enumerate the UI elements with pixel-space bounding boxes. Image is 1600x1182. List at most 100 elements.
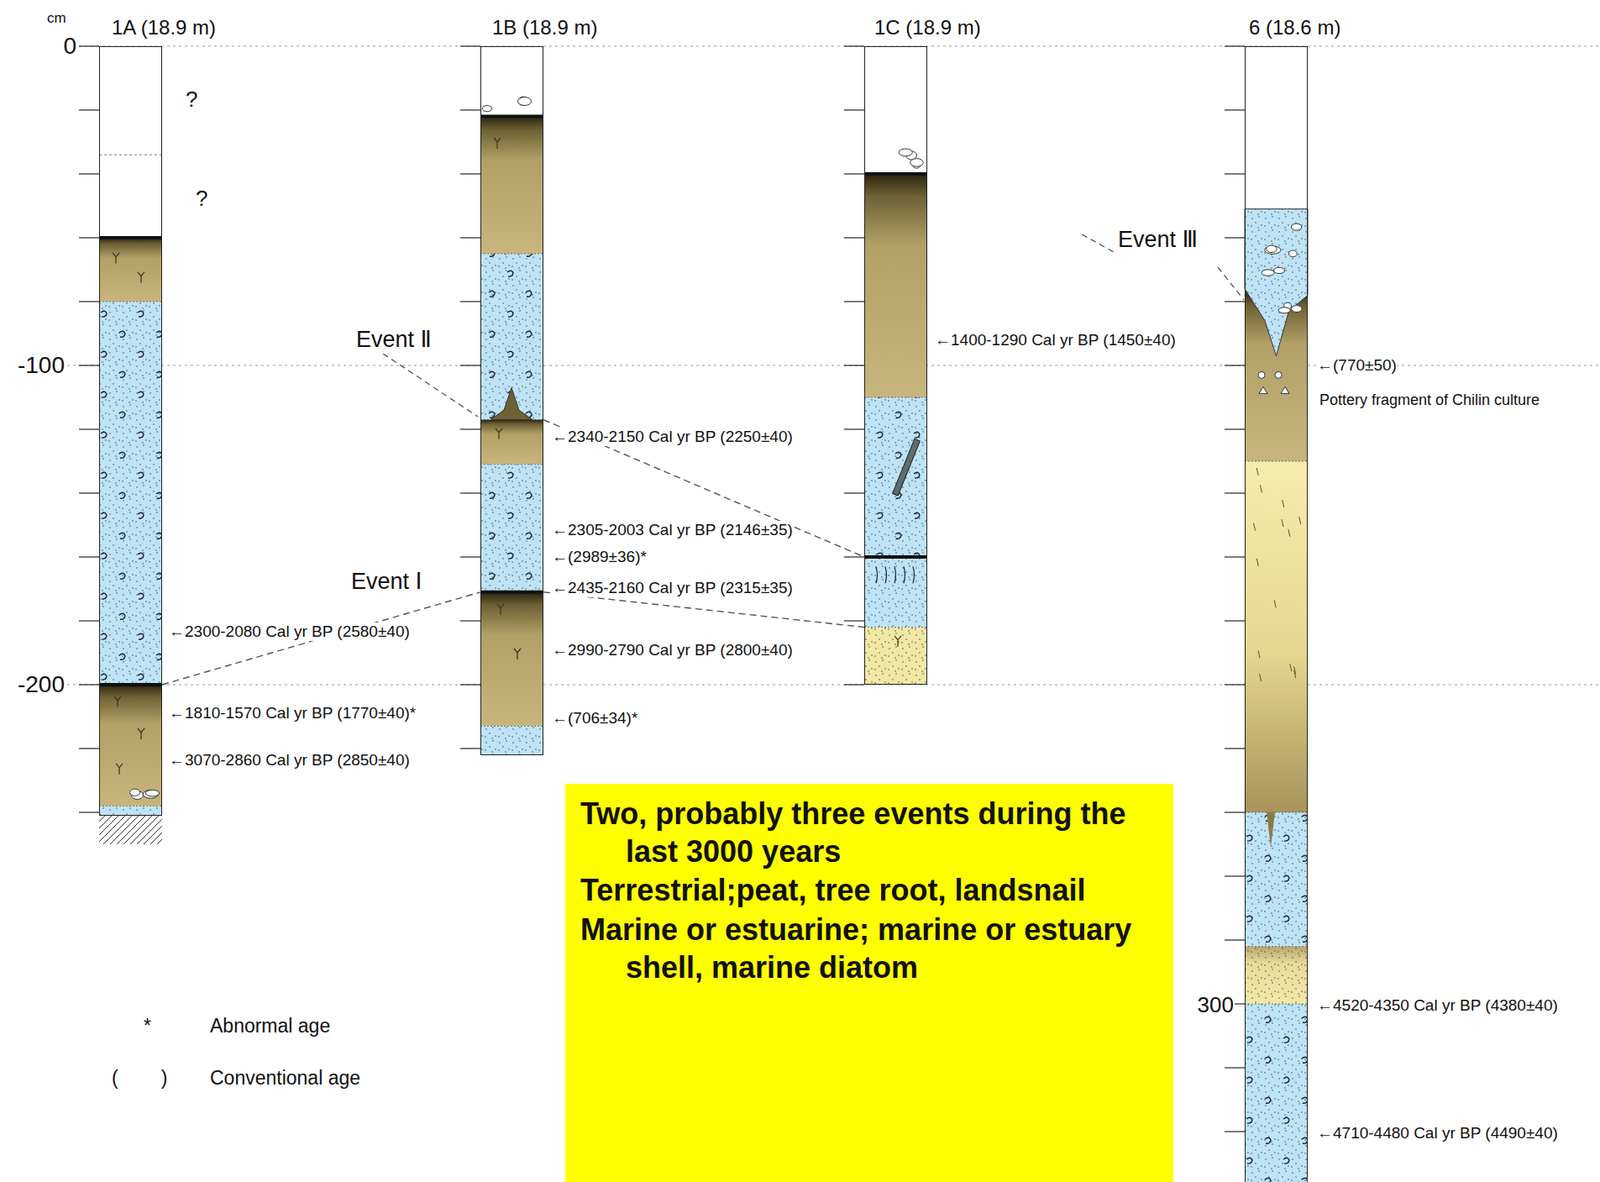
depth-tick xyxy=(78,109,100,111)
burrow-mark xyxy=(885,566,887,583)
rootlet xyxy=(1299,516,1301,525)
depth-tick xyxy=(78,173,100,174)
layer-boundary xyxy=(864,556,928,558)
core-column: 6 (18.6 m) xyxy=(1244,46,1308,1182)
sediment-layer xyxy=(99,684,163,806)
burrow-mark xyxy=(876,566,878,583)
sediment-layer xyxy=(480,46,544,117)
shell-texture xyxy=(480,253,544,420)
shell-texture xyxy=(99,301,163,685)
gravel-layer xyxy=(1244,209,1308,357)
pottery-fragment xyxy=(1280,386,1290,394)
depth-tick xyxy=(1224,811,1245,813)
layer-boundary xyxy=(1244,1003,1308,1005)
depth-tick xyxy=(460,173,481,174)
erosional-contact xyxy=(99,682,163,687)
depth-tick xyxy=(1224,364,1245,366)
root-symbol xyxy=(137,272,145,284)
erosional-contact xyxy=(99,236,163,240)
pebble xyxy=(1274,267,1286,273)
depth-tick xyxy=(1224,428,1245,430)
layer-boundary xyxy=(480,591,544,593)
unknown-mark: ? xyxy=(194,186,209,212)
flame-structure xyxy=(490,388,533,420)
rootlet xyxy=(1256,467,1259,476)
layer-boundary xyxy=(99,805,163,807)
sand-texture xyxy=(480,725,544,755)
depth-label: 0 xyxy=(62,32,78,60)
event-leader xyxy=(1081,234,1114,252)
rootlet xyxy=(1294,670,1296,678)
depth-tick xyxy=(1224,45,1245,47)
root-symbol xyxy=(115,763,123,775)
shell-texture xyxy=(480,464,544,593)
sand-texture xyxy=(480,464,544,593)
depth-tick xyxy=(1224,939,1245,940)
age-annotation: ←2340-2150 Cal yr BP (2250±40) xyxy=(550,427,794,446)
depth-tick xyxy=(844,109,865,111)
age-annotation: ←(706±34)* xyxy=(550,708,639,728)
age-annotation: ←1810-1570 Cal yr BP (1770±40)* xyxy=(167,703,417,723)
pebble xyxy=(1264,246,1281,254)
depth-tick xyxy=(460,747,481,749)
core-column: 1C (18.9 m) xyxy=(864,46,928,685)
legend-symbol: ( ) xyxy=(110,1066,168,1089)
column-heading: 6 (18.6 m) xyxy=(1248,16,1341,39)
depth-tick xyxy=(1224,747,1245,749)
sand-texture xyxy=(1244,812,1308,947)
sand-texture xyxy=(1244,946,1308,1004)
erosional-contact xyxy=(480,590,544,594)
base-hatch xyxy=(99,815,163,845)
depth-tick xyxy=(460,300,481,302)
depth-tick xyxy=(1224,1066,1245,1068)
sand-texture xyxy=(99,805,163,815)
depth-tick xyxy=(460,364,481,366)
depth-tick xyxy=(460,619,481,621)
wood-fragment xyxy=(892,438,921,496)
correlation-line xyxy=(162,592,481,685)
depth-tick xyxy=(460,492,481,494)
burrow-mark xyxy=(912,566,915,583)
depth-tick xyxy=(78,747,100,749)
sediment-layer xyxy=(1244,461,1308,813)
depth-tick xyxy=(78,811,100,813)
depth-gridline xyxy=(67,45,1600,47)
column-heading: 1B (18.9 m) xyxy=(492,16,598,39)
age-annotation: ←2435-2160 Cal yr BP (2315±35) xyxy=(550,578,794,598)
layer-boundary xyxy=(480,725,544,727)
depth-tick xyxy=(460,109,481,111)
layer-boundary xyxy=(1244,461,1308,462)
age-annotation: ←(770±50) xyxy=(1316,356,1398,375)
core-column: 1A (18.9 m) xyxy=(99,46,163,816)
burrow-mark xyxy=(894,566,897,583)
root-symbol xyxy=(497,603,504,615)
pebble xyxy=(910,158,924,167)
pebble xyxy=(1288,250,1297,258)
sediment-layer xyxy=(480,592,544,727)
depth-tick xyxy=(78,428,100,430)
age-annotation: ←3070-2860 Cal yr BP (2850±40) xyxy=(167,750,411,770)
sand-texture xyxy=(480,253,544,420)
depth-tick xyxy=(844,492,865,494)
event-leader xyxy=(382,353,478,417)
pebble xyxy=(1290,223,1301,231)
sediment-layer xyxy=(864,627,928,685)
root-symbol xyxy=(137,728,145,740)
depth-tick xyxy=(1224,556,1245,557)
depth-tick xyxy=(1224,875,1245,877)
layer-boundary xyxy=(864,173,928,175)
root-symbol xyxy=(514,648,521,660)
depth-tick xyxy=(460,683,481,685)
pebble xyxy=(898,148,913,157)
rootlet xyxy=(1259,673,1262,682)
burrow-mark xyxy=(903,566,906,583)
gravel-texture xyxy=(1244,209,1308,357)
pebble xyxy=(130,788,141,796)
erosional-contact xyxy=(864,555,928,559)
sediment-layer xyxy=(480,464,544,593)
depth-tick xyxy=(1224,683,1245,685)
depth-label: -100 xyxy=(16,351,66,379)
sediment-layer xyxy=(480,725,544,755)
event-label: Event Ⅰ xyxy=(350,568,424,595)
sediment-layer xyxy=(99,805,163,815)
